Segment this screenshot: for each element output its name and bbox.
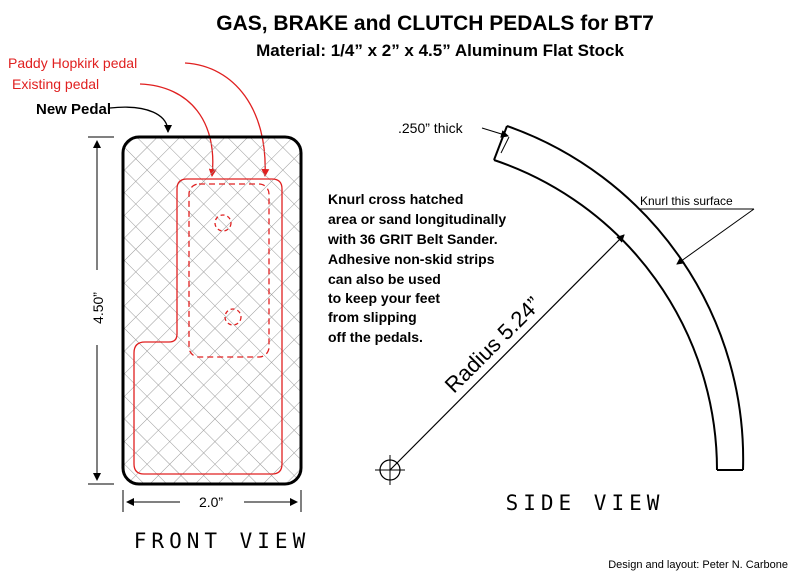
width-dimension-label: 2.0” [199, 494, 223, 510]
mounting-hole-bottom [224, 308, 242, 326]
note-line: area or sand longitudinally [328, 211, 506, 227]
thickness-callout [481, 127, 510, 154]
note-line: can also be used [328, 271, 441, 287]
knurl-surface-label: Knurl this surface [640, 194, 733, 208]
radius-label: Radius 5.24” [440, 292, 546, 398]
height-dimension [88, 136, 114, 485]
thickness-label: .250” thick [398, 120, 464, 136]
diagram-title: GAS, BRAKE and CLUTCH PEDALS for BT7 [216, 12, 654, 35]
side-profile-top-end [493, 125, 508, 161]
note-line: from slipping [328, 309, 417, 325]
front-view-pedal [121, 135, 303, 486]
note-line: Knurl cross hatched [328, 191, 463, 207]
design-credit: Design and layout: Peter N. Carbone [608, 559, 788, 571]
material-subtitle: Material: 1/4” x 2” x 4.5” Aluminum Flat… [256, 41, 624, 60]
side-profile-outer [506, 125, 745, 471]
side-view-label: SIDE VIEW [506, 491, 665, 515]
callout-new-pedal: New Pedal [36, 101, 111, 118]
callout-existing-pedal: Existing pedal [12, 76, 99, 92]
note-line: off the pedals. [328, 329, 423, 345]
note-line: Adhesive non-skid strips [328, 251, 495, 267]
height-dimension-label: 4.50” [90, 292, 106, 324]
existing-pedal-outline [133, 178, 283, 475]
mounting-hole-top [214, 214, 232, 232]
note-line: to keep your feet [328, 290, 440, 306]
note-line: with 36 GRIT Belt Sander. [327, 231, 498, 247]
callout-paddy-hopkirk: Paddy Hopkirk pedal [8, 55, 137, 71]
radius-line [375, 234, 625, 485]
width-dimension [122, 490, 302, 512]
knurl-surface-callout [640, 208, 755, 265]
paddy-hopkirk-pedal-outline [188, 183, 270, 358]
new-pedal-outline [121, 135, 303, 486]
front-view-label: FRONT VIEW [134, 529, 310, 553]
side-profile-inner [493, 159, 718, 471]
new-pedal-callout-arrow [109, 106, 172, 133]
knurl-note: Knurl cross hatched area or sand longitu… [327, 191, 510, 345]
